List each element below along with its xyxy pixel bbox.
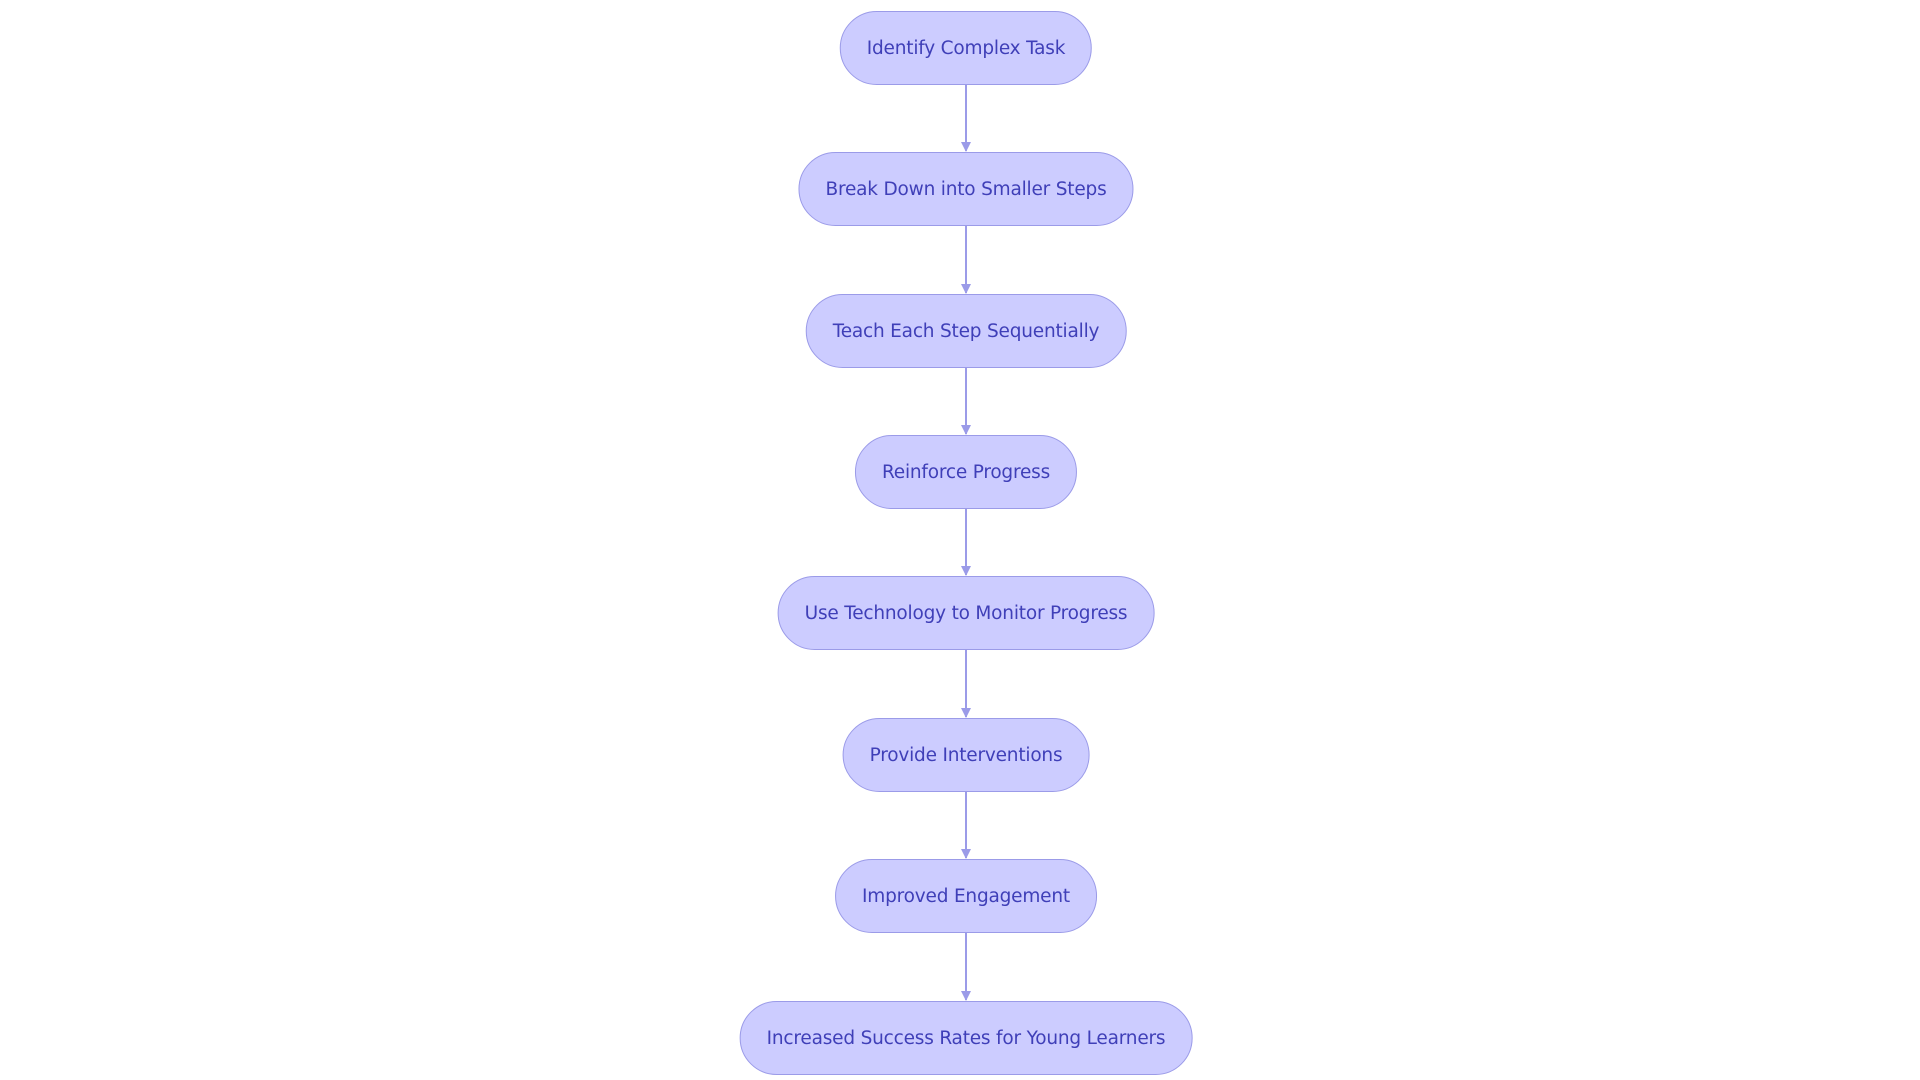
node-teach-each-step: Teach Each Step Sequentially	[805, 294, 1127, 368]
node-improved-engagement: Improved Engagement	[835, 859, 1097, 933]
node-use-technology: Use Technology to Monitor Progress	[777, 576, 1155, 650]
node-break-down-steps: Break Down into Smaller Steps	[798, 152, 1134, 226]
node-provide-interventions: Provide Interventions	[842, 718, 1090, 792]
node-increased-success-rates: Increased Success Rates for Young Learne…	[739, 1001, 1193, 1075]
node-identify-complex-task: Identify Complex Task	[839, 11, 1093, 85]
node-reinforce-progress: Reinforce Progress	[854, 435, 1078, 509]
